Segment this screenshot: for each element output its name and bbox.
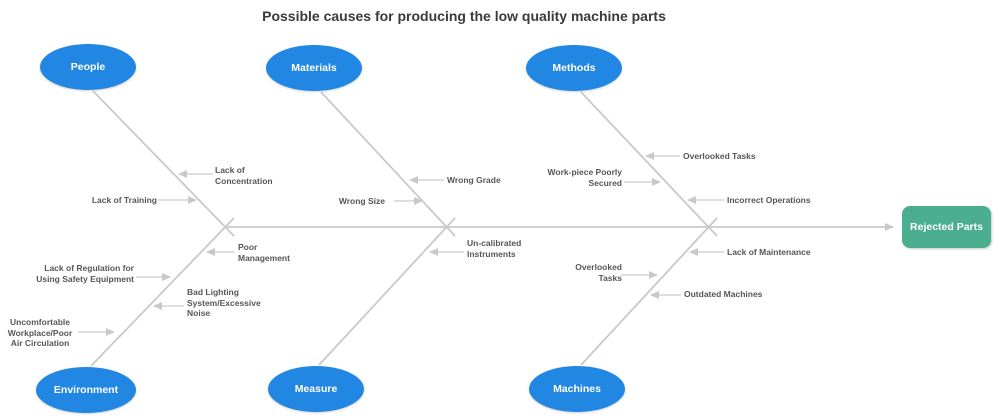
bone-measure bbox=[318, 217, 456, 366]
category-label-methods: Methods bbox=[552, 62, 596, 74]
cause-outdated-machines[interactable]: Outdated Machines bbox=[684, 289, 763, 299]
category-label-environment: Environment bbox=[53, 384, 119, 396]
cause-work-piece-poorly-secured[interactable]: Work-piece Poorly Secured bbox=[547, 167, 622, 188]
bone-methods bbox=[580, 91, 718, 237]
cause-poor-management[interactable]: Poor Management bbox=[238, 242, 290, 263]
cause-overlooked-tasks-machines[interactable]: Overlooked Tasks bbox=[575, 262, 622, 283]
cause-lack-of-maintenance[interactable]: Lack of Maintenance bbox=[727, 247, 811, 257]
cause-bad-lighting[interactable]: Bad Lighting System/Excessive Noise bbox=[187, 287, 261, 318]
category-label-machines: Machines bbox=[553, 383, 601, 395]
bone-materials bbox=[320, 91, 456, 237]
cause-uncomfortable-workplace[interactable]: Uncomfortable Workplace/Poor Air Circula… bbox=[7, 317, 73, 348]
cause-wrong-grade[interactable]: Wrong Grade bbox=[447, 175, 501, 185]
effect-label: Rejected Parts bbox=[910, 221, 983, 233]
category-shape-measure[interactable]: Measure bbox=[268, 366, 364, 412]
category-label-measure: Measure bbox=[294, 383, 338, 395]
diagram-title[interactable]: Possible causes for producing the low qu… bbox=[262, 8, 666, 24]
cause-lack-of-concentration[interactable]: Lack of Concentration bbox=[215, 165, 273, 186]
category-shape-people[interactable]: People bbox=[40, 44, 136, 90]
cause-wrong-size[interactable]: Wrong Size bbox=[338, 196, 385, 206]
cause-un-calibrated-instruments[interactable]: Un-calibrated Instruments bbox=[467, 238, 522, 259]
effect-shape-rejected-parts[interactable]: Rejected Parts bbox=[902, 206, 991, 248]
category-label-people: People bbox=[70, 61, 106, 73]
cause-incorrect-operations[interactable]: Incorrect Operations bbox=[727, 195, 811, 205]
category-shape-machines[interactable]: Machines bbox=[529, 366, 625, 412]
category-label-materials: Materials bbox=[291, 62, 337, 74]
category-shape-methods[interactable]: Methods bbox=[526, 45, 622, 91]
category-shape-environment[interactable]: Environment bbox=[36, 367, 136, 413]
cause-lack-of-training[interactable]: Lack of Training bbox=[91, 195, 157, 205]
bone-environment bbox=[90, 217, 235, 367]
cause-overlooked-tasks-methods[interactable]: Overlooked Tasks bbox=[683, 151, 756, 161]
category-shape-materials[interactable]: Materials bbox=[266, 45, 362, 91]
bone-machines bbox=[580, 217, 718, 366]
bone-people bbox=[92, 90, 235, 237]
cause-lack-of-regulation[interactable]: Lack of Regulation for Using Safety Equi… bbox=[36, 263, 134, 284]
